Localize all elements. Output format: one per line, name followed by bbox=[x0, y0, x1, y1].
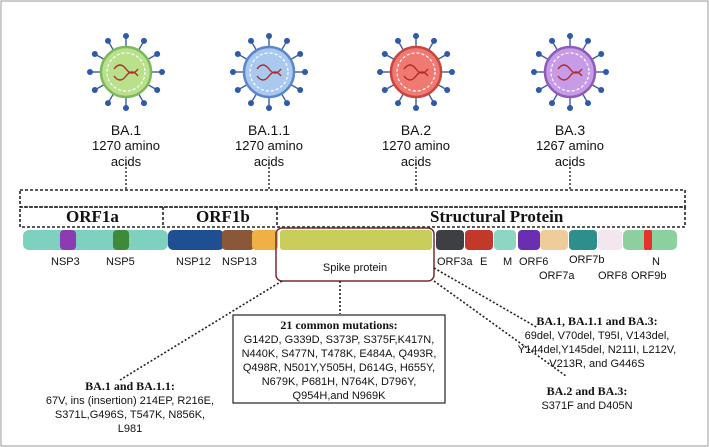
common-mutations-box bbox=[232, 314, 446, 404]
ba2-ba3-note: BA.2 and BA.3: S371F and D405N bbox=[522, 384, 652, 413]
ba2-ba3-line: S371F and D405N bbox=[541, 400, 633, 412]
ba1-ba11-line: L981 bbox=[117, 423, 143, 435]
variant-length: 1270 amino bbox=[92, 138, 160, 153]
nsp5-segment bbox=[113, 230, 129, 250]
virus-icons bbox=[87, 33, 609, 111]
gene-orf6: ORF6 bbox=[519, 256, 549, 268]
variant-ba3: BA.3 1267 amino acids bbox=[515, 122, 625, 170]
gene-nsp3: NSP3 bbox=[51, 256, 80, 268]
nsp13-segment bbox=[222, 230, 254, 250]
common-mutations-line: Q498R, N501Y,Y505H, D614G, H655Y, bbox=[242, 362, 436, 374]
orf7a-segment bbox=[540, 230, 568, 250]
ba1-ba11-ba3-title: BA.1, BA.1.1 and BA.3: bbox=[536, 314, 658, 328]
common-mutations: 21 common mutations: G142D, G339D, S373P… bbox=[233, 318, 445, 403]
note-connectors bbox=[119, 267, 567, 381]
gene-e: E bbox=[480, 256, 488, 268]
variant-name: BA.1.1 bbox=[247, 122, 291, 138]
gene-orf7b: ORF7b bbox=[569, 254, 605, 266]
variant-unit: acids bbox=[554, 154, 586, 169]
variant-unit: acids bbox=[400, 154, 432, 169]
ba1-ba11-note: BA.1 and BA.1.1: 67V, ins (insertion) 21… bbox=[20, 379, 240, 436]
gene-nsp5: NSP5 bbox=[106, 256, 135, 268]
gene-nsp13: NSP13 bbox=[222, 256, 257, 268]
ba1-ba11-ba3-line: 69del, V70del, T95I, V143del, bbox=[524, 330, 670, 342]
ba1-ba11-ba3-line: V213R, and G446S bbox=[549, 358, 645, 370]
variant-name: BA.1 bbox=[110, 122, 142, 138]
genome-box bbox=[19, 189, 686, 228]
variant-length: 1270 amino bbox=[382, 138, 450, 153]
spike-highlight-box bbox=[275, 227, 435, 282]
variant-unit: acids bbox=[110, 154, 142, 169]
gene-spike: Spike protein bbox=[322, 262, 388, 274]
variant-ba11: BA.1.1 1270 amino acids bbox=[214, 122, 324, 170]
spike-segment bbox=[280, 230, 432, 250]
gene-orf9b: ORF9b bbox=[631, 270, 667, 282]
variant-unit: acids bbox=[253, 154, 285, 169]
orf8-segment bbox=[598, 230, 622, 250]
common-mutations-title: 21 common mutations: bbox=[280, 318, 398, 332]
genome-bar bbox=[23, 230, 677, 250]
gene-m: M bbox=[503, 256, 513, 268]
variant-connectors bbox=[125, 163, 571, 190]
gene-n: N bbox=[652, 256, 660, 268]
orf6-segment bbox=[518, 230, 540, 250]
region-structural: Structural Protein bbox=[430, 207, 564, 226]
nsp12-segment bbox=[168, 230, 224, 250]
ba2-ba3-title: BA.2 and BA.3: bbox=[546, 384, 628, 398]
variant-name: BA.2 bbox=[400, 122, 432, 138]
nsp3-segment bbox=[60, 230, 76, 250]
ba1-ba11-ba3-line: Y144del,Y145del, N211I, L212V, bbox=[517, 344, 677, 356]
ba1-ba11-line: S371L,G496S, T547K, N856K, bbox=[54, 409, 206, 421]
ba1-ba11-line: 67V, ins (insertion) 214EP, R216E, bbox=[45, 395, 215, 407]
orf7b-segment bbox=[569, 230, 597, 250]
virus-icon bbox=[230, 33, 308, 111]
common-mutations-line: G142D, G339D, S373P, S375F,K417N, bbox=[243, 334, 435, 346]
gene-orf3a: ORF3a bbox=[437, 256, 473, 268]
virus-icon bbox=[87, 33, 165, 111]
region-orf1b: ORF1b bbox=[196, 207, 250, 226]
e-segment bbox=[465, 230, 493, 250]
ba1-ba11-title: BA.1 and BA.1.1: bbox=[85, 379, 175, 393]
virus-icon bbox=[377, 33, 455, 111]
m-segment bbox=[494, 230, 516, 250]
ba1-ba11-ba3-note: BA.1, BA.1.1 and BA.3: 69del, V70del, T9… bbox=[486, 314, 708, 371]
orf3a-segment bbox=[436, 230, 464, 250]
variant-length: 1267 amino bbox=[536, 138, 604, 153]
region-orf1a: ORF1a bbox=[66, 207, 119, 226]
virus-icon bbox=[531, 33, 609, 111]
common-mutations-line: N440K, S477N, T478K, E484A, Q493R, bbox=[241, 348, 437, 360]
orf1a-segment bbox=[23, 230, 168, 250]
variant-ba1: BA.1 1270 amino acids bbox=[71, 122, 181, 170]
common-mutations-line: N679K, P681H, N764K, D796Y, bbox=[261, 376, 417, 388]
gene-orf8: ORF8 bbox=[598, 270, 628, 282]
gene-nsp12: NSP12 bbox=[176, 256, 211, 268]
variant-length: 1270 amino bbox=[235, 138, 303, 153]
orf1b-tail-segment bbox=[252, 230, 278, 250]
orf9b-segment bbox=[644, 230, 652, 250]
variant-name: BA.3 bbox=[554, 122, 586, 138]
gene-orf7a: ORF7a bbox=[539, 270, 575, 282]
common-mutations-line: Q954H,and N969K bbox=[292, 390, 386, 402]
variant-ba2: BA.2 1270 amino acids bbox=[361, 122, 471, 170]
